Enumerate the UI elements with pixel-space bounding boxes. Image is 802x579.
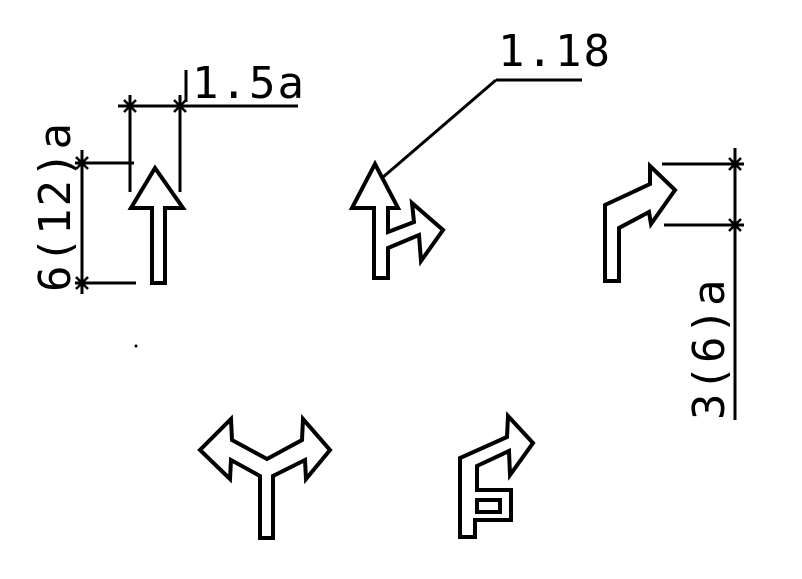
callout-leader-line — [381, 78, 497, 180]
right-turn-arrow — [603, 161, 678, 283]
callout: 1.18 — [381, 26, 612, 180]
callout-label: 1.18 — [498, 26, 612, 77]
speck-dot — [134, 344, 138, 348]
right-uturn-arrow — [458, 411, 536, 539]
straight-right-arrow-outline — [348, 159, 446, 280]
straight-arrow — [127, 164, 187, 285]
width-dim-tick-left — [123, 99, 137, 113]
height-dim-left-tick-top — [75, 156, 89, 170]
width-dimension: 1.5a — [118, 58, 306, 192]
left-right-arrow-outline — [197, 413, 333, 540]
left-right-arrow — [197, 413, 333, 540]
width-dim-label: 1.5a — [192, 58, 306, 109]
straight-right-arrow — [348, 159, 446, 280]
height-dim-right-tick-bottom — [728, 218, 742, 232]
height-dimension-left: 6(12)a — [30, 121, 136, 294]
height-dim-left-tick-bottom — [75, 276, 89, 290]
height-dim-right-label: 3(6)a — [684, 278, 735, 420]
width-dim-tick-right — [173, 99, 187, 113]
right-turn-arrow-outline — [603, 161, 678, 283]
height-dimension-right: 3(6)a — [662, 148, 744, 420]
uturn-inner-notch — [475, 498, 502, 514]
height-dim-right-tick-top — [728, 157, 742, 171]
height-dim-left-label: 6(12)a — [30, 121, 81, 292]
straight-arrow-outline — [127, 164, 187, 285]
right-uturn-arrow-outline — [458, 411, 536, 539]
